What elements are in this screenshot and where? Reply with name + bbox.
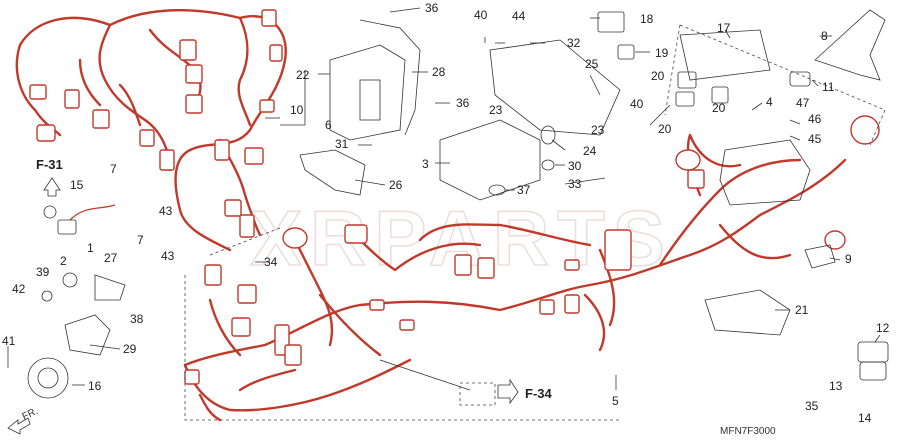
callout-41: 41	[2, 334, 16, 348]
front-arrow	[7, 417, 31, 435]
callout-26: 26	[389, 178, 403, 192]
callout-21: 21	[795, 303, 809, 317]
callout-16: 16	[88, 379, 102, 393]
callout-36-lower: 36	[456, 96, 470, 110]
callout-47: 47	[796, 96, 810, 110]
callout-23-right: 23	[591, 123, 605, 137]
callout-20-b: 20	[712, 101, 726, 115]
callout-43-upper: 43	[159, 204, 173, 218]
callout-3: 3	[422, 157, 429, 171]
callout-38: 38	[130, 312, 144, 326]
callout-37: 37	[517, 183, 531, 197]
callout-11: 11	[822, 80, 835, 94]
ref-f31: F-31	[36, 157, 63, 172]
callout-20-a: 20	[651, 69, 665, 83]
ref-f34: F-34	[525, 386, 553, 401]
callout-9: 9	[845, 252, 852, 266]
callout-24: 24	[583, 144, 597, 158]
leader-lines	[7, 7, 881, 391]
callout-10: 10	[290, 103, 304, 117]
callout-6: 6	[325, 118, 332, 132]
callout-46: 46	[808, 112, 822, 126]
callout-43-lower: 43	[161, 249, 175, 263]
callout-40-right: 40	[630, 97, 644, 111]
callout-23-left: 23	[489, 103, 503, 117]
callout-27: 27	[104, 251, 118, 265]
callout-31: 31	[335, 137, 349, 151]
callout-33: 33	[568, 177, 582, 191]
callout-2: 2	[60, 254, 67, 268]
callout-39: 39	[36, 265, 50, 279]
callout-14: 14	[858, 411, 872, 425]
callout-34: 34	[264, 255, 278, 269]
callout-5: 5	[612, 394, 619, 408]
callout-36-upper: 36	[425, 1, 439, 15]
callout-15: 15	[70, 178, 84, 192]
callout-40-upper: 40	[474, 8, 488, 22]
callout-20-c: 20	[658, 122, 672, 136]
ref-f34-arrow	[497, 378, 519, 405]
callout-42: 42	[12, 282, 26, 296]
callout-18: 18	[640, 12, 654, 26]
diagram-code: MFN7F3000	[720, 426, 776, 437]
components	[27, 9, 889, 399]
dashed-leaders	[184, 24, 886, 421]
callout-13: 13	[829, 379, 843, 393]
callout-4: 4	[766, 95, 773, 109]
callout-30: 30	[568, 159, 582, 173]
front-label: FR.	[21, 406, 40, 423]
callout-44: 44	[512, 9, 526, 23]
callout-35: 35	[805, 399, 819, 413]
callout-1: 1	[87, 241, 94, 255]
main-connectors	[184, 115, 880, 385]
callout-28: 28	[432, 65, 446, 79]
ref-f31-arrow	[43, 177, 61, 197]
callout-25: 25	[585, 57, 599, 71]
callout-8: 8	[821, 29, 828, 43]
callout-19: 19	[655, 46, 669, 60]
callout-29: 29	[123, 342, 137, 356]
callout-45: 45	[808, 132, 822, 146]
upper-connectors	[29, 9, 283, 238]
callout-12: 12	[876, 321, 890, 335]
callout-7-upper: 7	[110, 162, 117, 176]
callout-7-lower: 7	[137, 233, 144, 247]
callout-labels: 1 2 3 4 5 6 7 7 8 9 10 11 12 13 14 15 16…	[2, 1, 890, 425]
callout-17: 17	[717, 21, 731, 35]
callout-32: 32	[567, 36, 581, 50]
callout-22: 22	[296, 68, 310, 82]
